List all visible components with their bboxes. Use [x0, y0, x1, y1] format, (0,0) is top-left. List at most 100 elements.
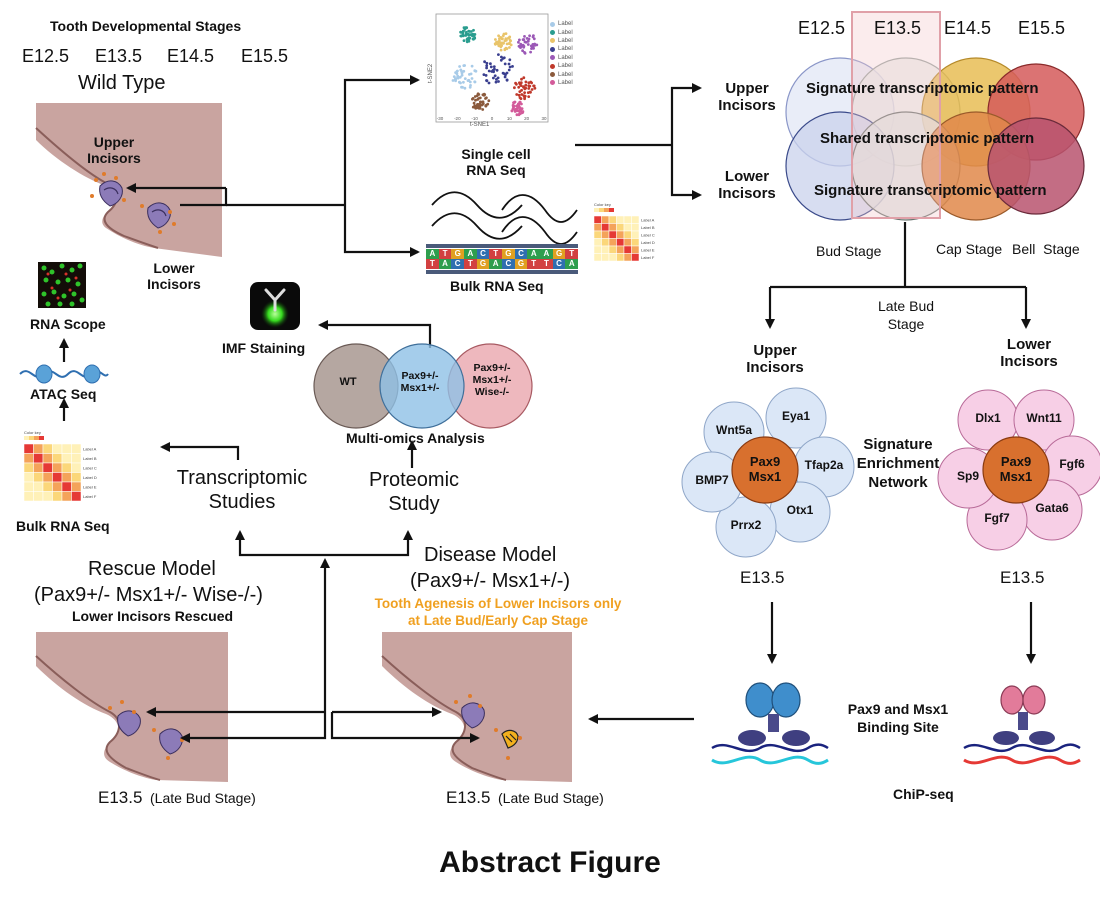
- tsne-point: [481, 101, 485, 105]
- tsne-point: [532, 46, 535, 50]
- dna-base-top: G: [451, 249, 465, 259]
- tsne-point: [513, 100, 517, 104]
- tsne-point: [466, 79, 470, 82]
- heatmap-color-key-swatch: [24, 436, 29, 440]
- tsne-point: [462, 64, 466, 67]
- tsne-point: [496, 42, 499, 46]
- tsne-point: [526, 43, 530, 46]
- bulk-title: Bulk RNA Seq: [450, 278, 544, 294]
- heatmap-cell: [631, 215, 640, 224]
- heatmap-cell: [593, 238, 602, 247]
- tsne-point: [470, 64, 474, 68]
- upper-incisor-tooth: [99, 180, 123, 207]
- heatmap-cell: [601, 215, 610, 224]
- tsne-legend-item: Label: [550, 62, 573, 70]
- tsne-point: [513, 110, 517, 113]
- tsne-point: [481, 108, 485, 111]
- tsne-point: [485, 79, 489, 83]
- tsne-point: [508, 41, 511, 45]
- heatmap-cell: [71, 491, 82, 502]
- tsne-point: [473, 69, 477, 73]
- tsne-point: [489, 65, 493, 69]
- tsne-point: [521, 110, 525, 113]
- heatmap-row-label: Label E: [641, 247, 655, 252]
- heatmap-cell: [42, 462, 53, 473]
- network-stage-left: E13.5: [740, 568, 785, 587]
- legend-label: Label: [558, 37, 573, 44]
- dna-base-top: A: [464, 249, 477, 259]
- network-middle-label: Signature Enrichment Network: [856, 436, 940, 491]
- legend-label: Label: [558, 46, 573, 53]
- heatmap-cell: [601, 253, 610, 262]
- heatmap-cell: [33, 443, 44, 454]
- tsne-point: [485, 66, 488, 70]
- tsne-point: [501, 57, 505, 60]
- venn-triple-label: Pax9+/- Msx1+/- Wise-/-: [472, 362, 512, 399]
- tsne-point: [519, 81, 523, 85]
- tsne-legend-item: Label: [550, 20, 573, 28]
- tsne-point: [528, 34, 531, 38]
- rescue-jaw-illustration: [35, 632, 228, 782]
- heatmap-cell: [601, 245, 610, 254]
- tsne-point: [508, 65, 512, 69]
- tsne-point: [508, 39, 512, 42]
- tsne-point: [483, 60, 486, 64]
- tsne-point: [498, 37, 501, 41]
- heatmap-color-key-swatch: [609, 208, 614, 212]
- wildtype-stage-2: E13.5: [95, 46, 143, 66]
- venn-row-signature-upper: Signature transcriptomic pattern: [806, 80, 1039, 97]
- heatmap-cell: [52, 481, 63, 492]
- heatmap-row-label: Label F: [83, 494, 97, 499]
- dna-base-top: T: [565, 249, 579, 259]
- heatmap-cell: [616, 238, 625, 247]
- tsne-point: [483, 93, 487, 96]
- tsne-point: [462, 34, 465, 38]
- tsne-legend-item: Label: [550, 28, 573, 36]
- tsne-point: [496, 76, 500, 80]
- tsne-point: [456, 75, 460, 79]
- network-stage-right: E13.5: [1000, 568, 1045, 587]
- tsne-point: [463, 27, 467, 31]
- tsne-point: [485, 96, 488, 100]
- heatmap-cell: [33, 462, 44, 473]
- legend-label: Label: [558, 71, 573, 78]
- tsne-point: [509, 43, 513, 47]
- wildtype-jaw-illustration: [35, 103, 222, 257]
- legend-swatch: [550, 21, 555, 27]
- wildtype-upper-label: Upper Incisors: [87, 134, 141, 167]
- tsne-point: [467, 39, 471, 43]
- dna-base-top: A: [527, 249, 541, 259]
- tsne-point: [521, 38, 525, 41]
- chip-protein-dna-right: [963, 685, 1081, 765]
- proteomic-label: Proteomic Study: [368, 469, 460, 515]
- heatmap-cell: [52, 491, 63, 502]
- lower-gene-network: [937, 389, 1100, 551]
- dna-base-bottom: C: [552, 259, 566, 269]
- venn-row-shared: Shared transcriptomic pattern: [820, 130, 1035, 147]
- tsne-point: [523, 40, 527, 44]
- heatmap-row-label: Label D: [83, 475, 97, 480]
- disease-note-2: at Late Bud/Early Cap Stage: [407, 613, 589, 628]
- heatmap-cell: [623, 245, 632, 254]
- heatmap-color-key-swatch: [39, 436, 44, 440]
- tsne-point: [460, 73, 464, 77]
- heatmap-cell: [61, 462, 72, 473]
- tsne-point: [535, 43, 539, 47]
- tsne-point: [525, 37, 529, 40]
- heatmap-cell: [23, 443, 34, 454]
- rescue-note: Lower Incisors Rescued: [72, 608, 234, 624]
- tsne-point: [464, 34, 468, 37]
- heatmap-cell: [616, 230, 625, 239]
- tsne-point: [464, 30, 468, 34]
- tsne-x-tick: -20: [454, 116, 461, 121]
- heatmap-cell: [71, 443, 82, 454]
- tsne-point: [510, 109, 514, 113]
- tsne-point: [518, 109, 521, 112]
- tsne-point: [493, 74, 497, 78]
